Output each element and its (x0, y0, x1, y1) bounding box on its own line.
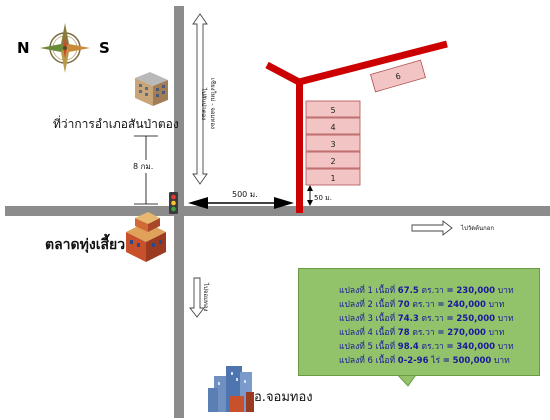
price-row-4: แปลงที่ 4 เนื้อที่ 78 ตร.วา = 270,000 บา… (339, 328, 505, 338)
distance-50m-label: 50 ม. (314, 194, 332, 202)
distance-8km-label: 8 กม. (132, 160, 155, 173)
compass-north-label: N (17, 39, 30, 57)
plot-label-6: 6 (394, 71, 401, 81)
plot-1 (305, 168, 361, 186)
plot-label-1: 1 (330, 174, 335, 183)
direction-arrow-north-south (192, 13, 208, 185)
plot-label-4: 4 (330, 123, 335, 132)
private-road-branch-right (298, 40, 448, 86)
private-road-branch-left (265, 61, 301, 86)
plot-4 (305, 117, 361, 135)
price-row-5: แปลงที่ 5 เนื้อที่ 98.4 ตร.วา = 340,000 … (339, 342, 514, 352)
price-row-6: แปลงที่ 6 เนื้อที่ 0-2-96 ไร่ = 500,000 … (339, 356, 510, 366)
city-buildings-icon (208, 366, 254, 412)
market-building-icon (126, 212, 166, 262)
plot-3 (305, 134, 361, 152)
plot-5 (305, 100, 361, 118)
direction-arrow-wat-ton-kok (411, 220, 453, 236)
main-road-vertical (174, 6, 184, 418)
compass-icon (40, 23, 90, 73)
private-road-main (296, 80, 303, 213)
plot-label-2: 2 (330, 157, 335, 166)
chom-thong-label: อ.จอมทอง (254, 390, 313, 405)
arrow-50m (307, 185, 313, 206)
traffic-light-icon (169, 192, 178, 214)
road-label-chiang-mai-chom-thong: เชียงใหม่ - จอมทอง (209, 78, 216, 129)
main-road-horizontal (5, 206, 550, 216)
plot-label-5: 5 (330, 106, 335, 115)
plot-6 (370, 59, 426, 93)
arrow-500m (188, 197, 294, 209)
market-label: ตลาดทุ่งเสี้ยว (45, 237, 126, 253)
price-list-box: แปลงที่ 1 เนื้อที่ 67.5 ตร.วา = 230,000 … (298, 268, 540, 376)
district-office-label: ที่ว่าการอำเภอสันป่าตอง (53, 117, 179, 131)
plot-label-3: 3 (330, 140, 335, 149)
land-plots: 5 4 3 2 1 6 (305, 59, 426, 186)
plot-2 (305, 151, 361, 169)
price-row-2: แปลงที่ 2 เนื้อที่ 70 ตร.วา = 240,000 บา… (339, 300, 505, 310)
price-row-3: แปลงที่ 3 เนื้อที่ 74.3 ตร.วา = 250,000 … (339, 314, 514, 324)
direction-arrow-chom-thong (189, 277, 205, 318)
distance-500m-label: 500 ม. (232, 190, 258, 199)
district-office-building-icon (135, 72, 168, 106)
compass-south-label: S (99, 39, 110, 57)
price-row-1: แปลงที่ 1 เนื้อที่ 67.5 ตร.วา = 230,000 … (339, 286, 514, 296)
road-label-wat-ton-kok: ไปวัดต้นกอก (461, 225, 494, 232)
road-label-to-chom-thong: ไปจอมทอง (202, 283, 209, 312)
